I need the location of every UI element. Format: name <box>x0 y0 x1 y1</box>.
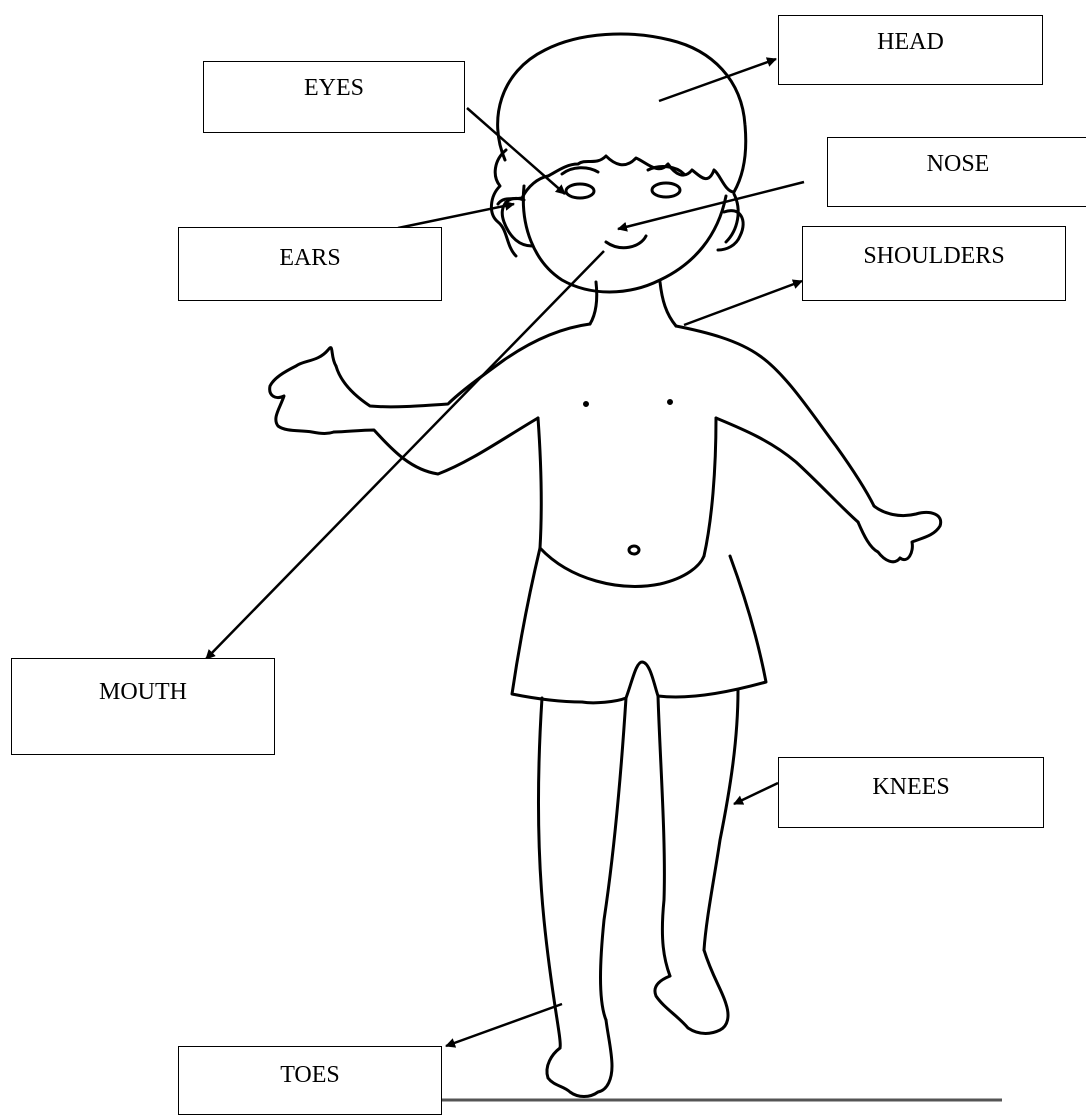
label-mouth-text: MOUTH <box>99 679 187 754</box>
label-ears-text: EARS <box>279 245 340 300</box>
hand-right <box>858 506 941 562</box>
arrow-eyes <box>467 108 565 194</box>
label-head: HEAD <box>778 15 1043 85</box>
mouth-line <box>606 236 646 248</box>
arrow-knees <box>734 783 778 804</box>
leg-right-outer <box>704 690 738 950</box>
face-outline <box>523 186 726 292</box>
label-shoulders-text: SHOULDERS <box>863 243 1004 300</box>
label-shoulders: SHOULDERS <box>802 226 1066 301</box>
arrow-mouth <box>206 251 604 659</box>
label-nose-text: NOSE <box>927 151 990 206</box>
chest-dot-left <box>585 403 588 406</box>
arrow-ears <box>398 204 514 228</box>
chest-dot-right <box>669 401 672 404</box>
shorts-outline <box>512 548 766 703</box>
neck-right <box>660 282 676 326</box>
label-toes: TOES <box>178 1046 442 1115</box>
arrow-nose <box>618 182 804 229</box>
label-toes-text: TOES <box>280 1062 340 1114</box>
arm-left-inner <box>334 418 538 474</box>
label-mouth: MOUTH <box>11 658 275 755</box>
neck-left <box>590 282 597 324</box>
label-head-text: HEAD <box>877 29 944 84</box>
arrow-toes <box>446 1004 562 1046</box>
hair-outline <box>498 34 746 204</box>
label-nose: NOSE <box>827 137 1086 207</box>
label-eyes-text: EYES <box>304 75 364 132</box>
shorts-waistband <box>540 548 704 586</box>
hand-left <box>270 348 336 434</box>
leg-left-inner <box>601 698 627 1020</box>
shoulder-right-arm-upper <box>676 326 874 506</box>
leg-right-inner <box>658 696 670 976</box>
label-eyes: EYES <box>203 61 465 133</box>
leg-left-outer <box>539 698 561 1048</box>
label-knees-text: KNEES <box>872 774 949 827</box>
foot-left <box>547 1020 612 1097</box>
arrow-shoulders <box>684 281 802 325</box>
eyebrow-left <box>562 168 598 174</box>
label-knees: KNEES <box>778 757 1044 828</box>
arm-right-inner <box>716 418 858 522</box>
eye-left <box>566 184 594 198</box>
label-ears: EARS <box>178 227 442 301</box>
torso-left <box>538 418 541 548</box>
navel <box>629 546 639 554</box>
torso-right <box>704 418 716 556</box>
eye-right <box>652 183 680 197</box>
